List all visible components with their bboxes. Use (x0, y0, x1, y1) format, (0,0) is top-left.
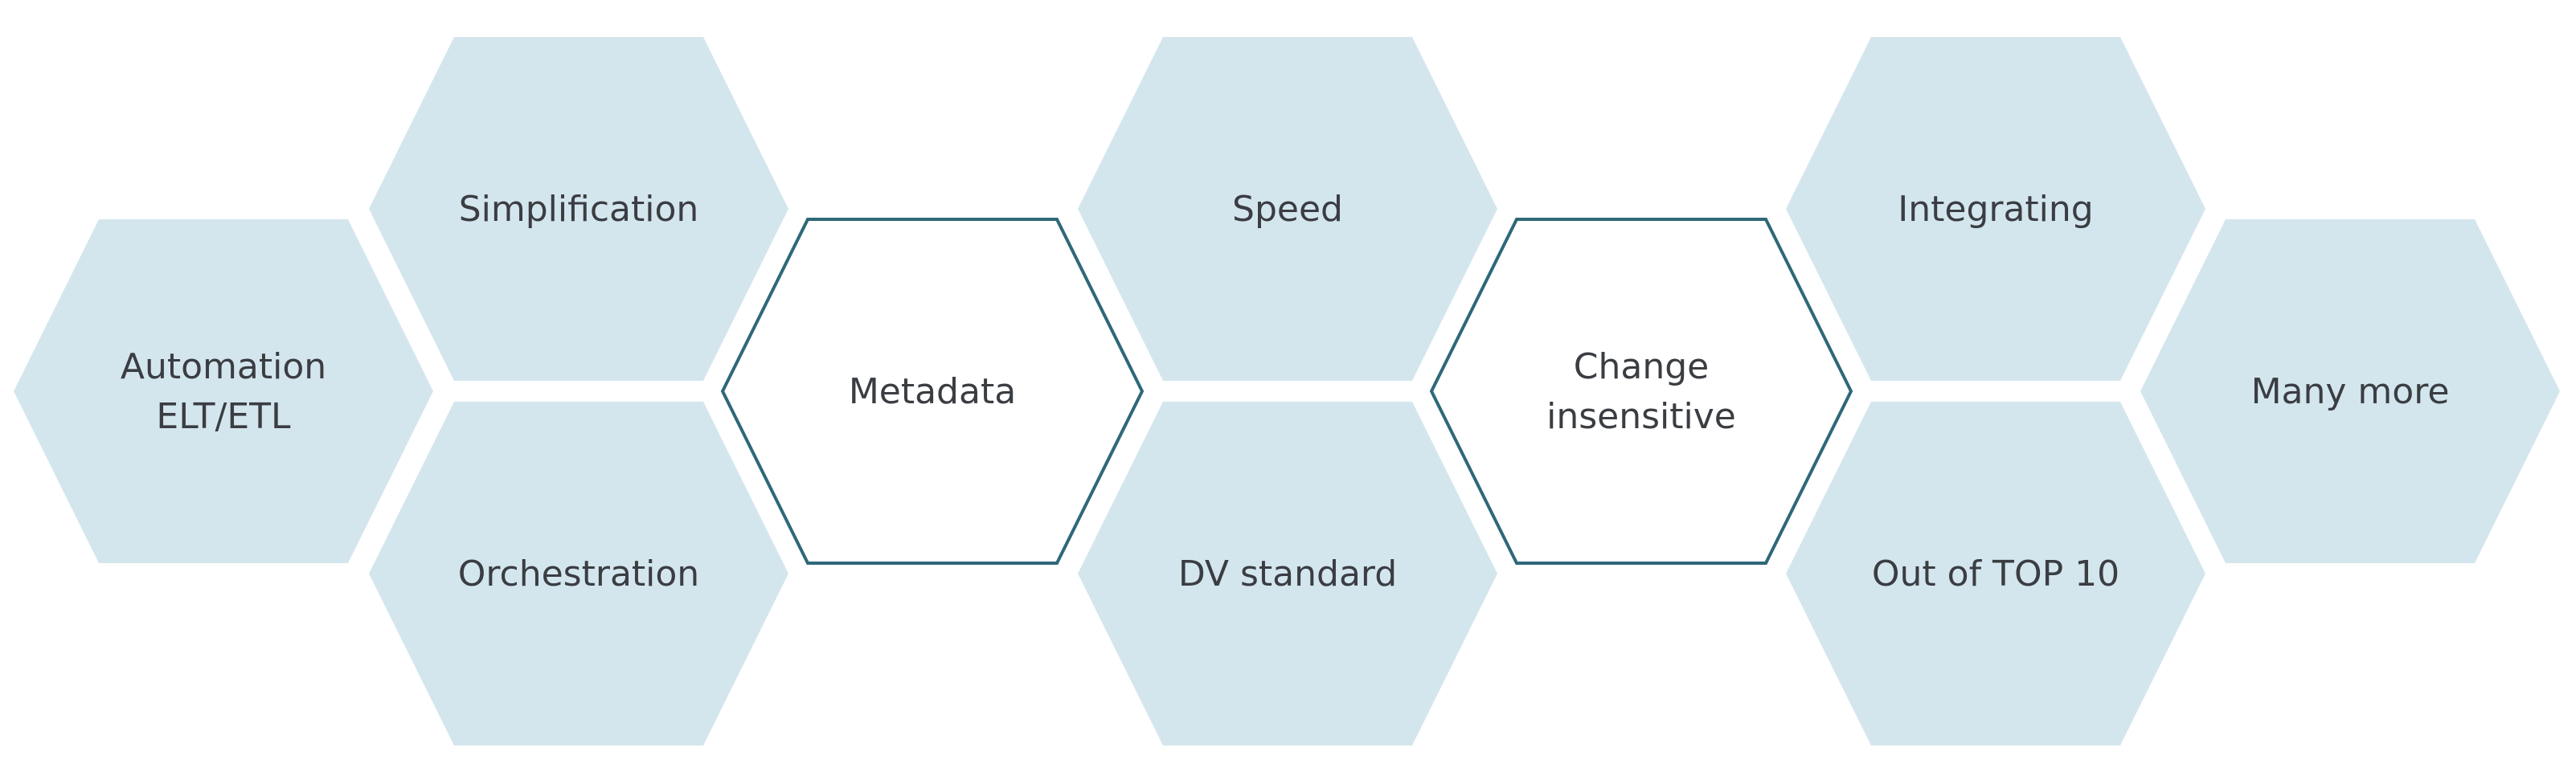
hexagon-dv-standard: DV standard (1078, 402, 1497, 746)
hexagon-simplification: Simplification (369, 37, 788, 381)
hexagon-label: Change insensitive (1546, 346, 1736, 437)
hexagon-shape (2140, 219, 2560, 563)
hexagon-label: Orchestration (458, 554, 699, 594)
hexagon-shape (14, 219, 433, 563)
hexagon-label-line: Speed (1232, 189, 1343, 230)
hexagon-label-line: DV standard (1178, 554, 1397, 594)
hexagon-shape (1786, 37, 2205, 381)
hexagon-label: Simplification (459, 189, 699, 230)
hexagon-label: DV standard (1178, 554, 1397, 594)
hexagon-shape (1429, 218, 1853, 565)
hexagon-out-of-top-10: Out of TOP 10 (1786, 402, 2205, 746)
hexagon-label-line: ELT/ETL (156, 396, 291, 437)
hexagon-label-line: Metadata (849, 371, 1016, 412)
hexagon-shape (1078, 402, 1497, 746)
hexagon-change-insensitive: Change insensitive (1429, 218, 1853, 565)
hexagon-label-line: Out of TOP 10 (1872, 554, 2119, 594)
hexagon-shape (369, 37, 788, 381)
hexagon-metadata: Metadata (720, 218, 1145, 565)
hexagon-label: Out of TOP 10 (1872, 554, 2119, 594)
hexagon-shape (720, 218, 1145, 565)
hexagon-label: Many more (2251, 371, 2450, 412)
hexagon-shape (1786, 402, 2205, 746)
hexagon-integrating: Integrating (1786, 37, 2205, 381)
hexagon-label-line: Integrating (1898, 189, 2093, 230)
hexagon-many-more: Many more (2140, 219, 2560, 563)
hexagon-orchestration: Orchestration (369, 402, 788, 746)
hexagon-shape (369, 402, 788, 746)
hexagon-label-line: insensitive (1546, 396, 1736, 437)
hexagon-speed: Speed (1078, 37, 1497, 381)
hexagon-label-line: Simplification (459, 189, 699, 230)
hexagon-label-line: Many more (2251, 371, 2450, 412)
hexagon-shape (1078, 37, 1497, 381)
hexagon-label: Metadata (849, 371, 1016, 412)
hexagon-label: Integrating (1898, 189, 2093, 230)
hexagon-label: Speed (1232, 189, 1343, 230)
hexagon-label-line: Automation (121, 346, 326, 387)
hexagon-label-line: Change (1574, 346, 1709, 387)
hexagon-label-line: Orchestration (458, 554, 699, 594)
